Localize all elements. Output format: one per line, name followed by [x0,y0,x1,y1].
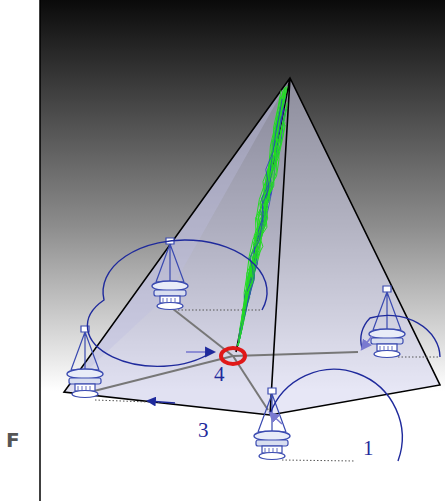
shower-track [238,122,285,346]
callout-number: 1 [363,438,374,459]
callout-number: 4 [214,364,225,385]
callout-number: 3 [198,420,209,441]
shower-track [238,86,287,346]
shower-track [238,91,286,346]
shower-track [238,95,286,346]
side-text: F [6,430,20,450]
